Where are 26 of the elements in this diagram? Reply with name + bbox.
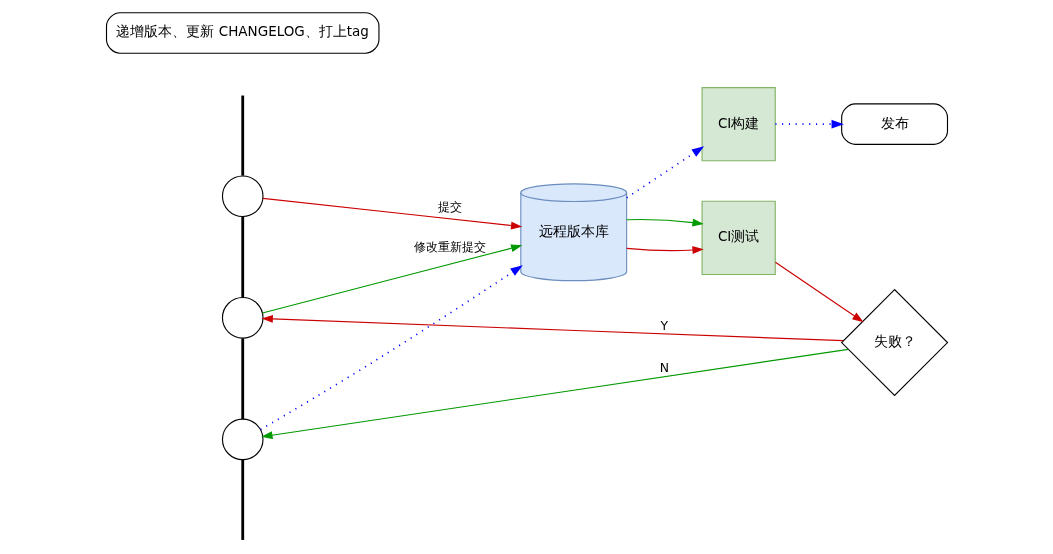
arrow bbox=[261, 197, 522, 230]
arrow bbox=[625, 246, 704, 255]
node-box: 发布 bbox=[840, 103, 948, 145]
edge-label: 提交 bbox=[437, 199, 462, 214]
node-box: CI测试 bbox=[701, 200, 776, 276]
connector bbox=[240, 338, 244, 419]
node-circle bbox=[221, 297, 264, 339]
edge-label: N bbox=[659, 360, 669, 375]
arrow bbox=[774, 119, 844, 129]
connector bbox=[240, 95, 244, 176]
arrow bbox=[259, 265, 523, 431]
node-circle bbox=[221, 418, 264, 461]
connector bbox=[240, 216, 244, 298]
edge-label: Y bbox=[660, 318, 668, 333]
node-diamond: 失败？ bbox=[840, 288, 948, 397]
arrow bbox=[260, 348, 849, 440]
node-box: 递增版本、更新 CHANGELOG、打上tag bbox=[105, 12, 379, 54]
arrow bbox=[261, 314, 844, 342]
arrow bbox=[774, 261, 864, 323]
node-circle bbox=[221, 175, 264, 218]
arrow bbox=[625, 146, 704, 199]
edge-label: 修改重新提交 bbox=[413, 240, 486, 255]
connector bbox=[240, 459, 244, 540]
arrow bbox=[625, 218, 704, 227]
node-box: CI构建 bbox=[701, 87, 776, 162]
arrow bbox=[261, 244, 522, 314]
